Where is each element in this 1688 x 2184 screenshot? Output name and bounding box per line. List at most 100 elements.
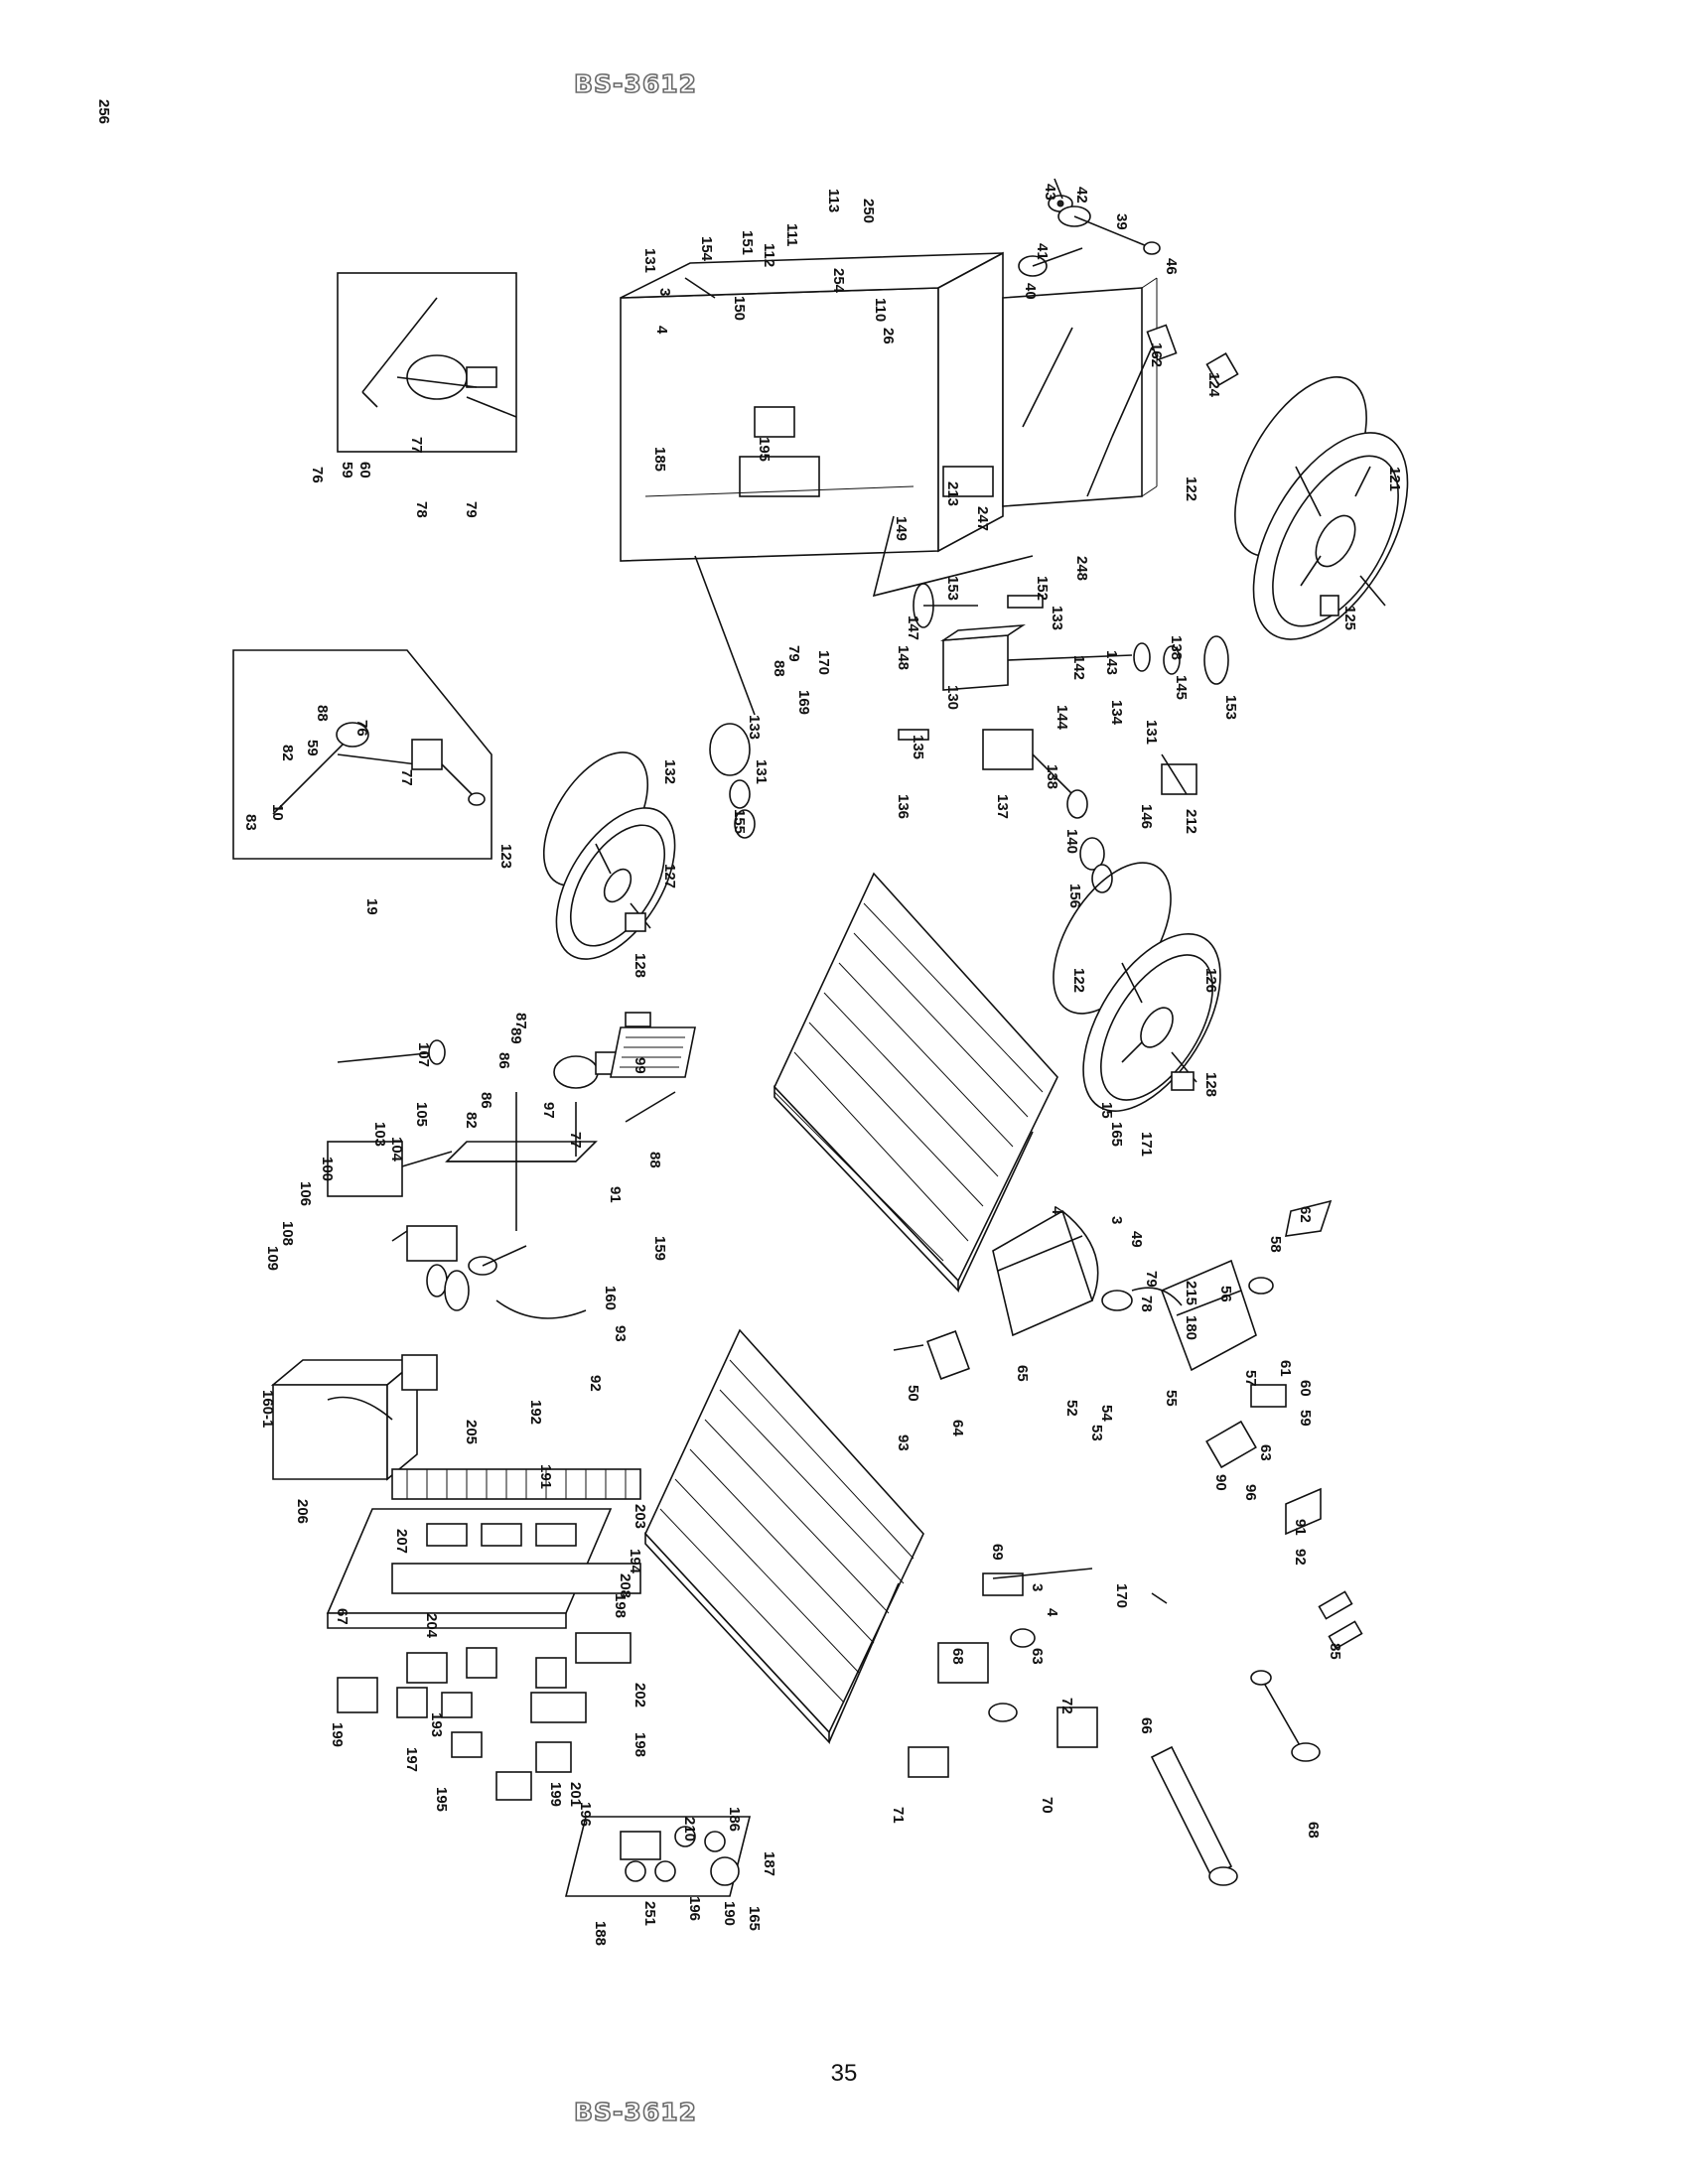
part-label-79: 19 [363, 898, 380, 915]
part-label-40: 144 [1054, 705, 1070, 731]
part-label-78: 77 [398, 769, 415, 786]
stand-brackets [908, 1568, 1321, 1886]
part-label-145: 197 [403, 1747, 420, 1772]
part-label-150: 202 [632, 1683, 648, 1707]
lower-vise-parts [1205, 1420, 1363, 1650]
part-label-99: 160 [602, 1286, 619, 1310]
part-label-151: 198 [632, 1732, 648, 1757]
part-label-137: 67 [334, 1608, 351, 1625]
part-label-42: 131 [1143, 720, 1160, 745]
part-label-161: 69 [989, 1544, 1006, 1561]
part-label-43: 153 [1222, 695, 1239, 720]
part-label-119: 64 [949, 1420, 966, 1436]
part-label-142: 208 [617, 1573, 633, 1598]
part-label-97: 91 [607, 1186, 624, 1203]
part-label-55: 79 [785, 645, 802, 662]
part-label-86: 109 [264, 1246, 281, 1271]
part-label-10: 162 [1148, 342, 1165, 367]
part-label-75: 59 [304, 740, 321, 756]
part-label-17: 131 [641, 248, 658, 273]
idler-wheel-middle [1053, 862, 1221, 1112]
part-label-76: 88 [314, 705, 331, 722]
control-panel [564, 1816, 752, 1897]
part-label-133: 96 [1242, 1484, 1259, 1501]
part-label-27: 247 [974, 506, 991, 531]
part-label-102: 160-1 [259, 1390, 276, 1428]
part-label-172: 85 [1327, 1643, 1343, 1660]
part-label-158: 196 [686, 1896, 703, 1921]
part-label-49: 156 [1066, 884, 1083, 908]
part-label-74: 82 [279, 745, 296, 761]
part-label-18: 3 [656, 288, 673, 296]
drive-wheel-right [1205, 352, 1409, 640]
part-label-1: 42 [1073, 187, 1090, 204]
part-label-39: 145 [1173, 675, 1190, 700]
part-label-85: 106 [297, 1181, 314, 1206]
part-label-90: 86 [495, 1052, 512, 1069]
part-label-4: 41 [1034, 243, 1051, 260]
part-label-2: 39 [1113, 213, 1130, 230]
part-label-166: 72 [1058, 1698, 1075, 1714]
part-label-131: 63 [1257, 1444, 1274, 1461]
part-label-29: 149 [893, 516, 910, 541]
part-label-77: 76 [353, 720, 370, 737]
part-label-28: 248 [1073, 556, 1090, 581]
part-label-7: 121 [1386, 467, 1403, 491]
part-label-93: 77 [567, 1132, 584, 1149]
part-label-81: 105 [413, 1102, 430, 1127]
part-label-104: 192 [527, 1400, 544, 1425]
part-label-108: 165 [1108, 1122, 1125, 1147]
part-label-53: 146 [1138, 804, 1155, 829]
part-label-106: 206 [294, 1499, 311, 1524]
part-label-139: 203 [632, 1504, 648, 1529]
part-label-154: 186 [726, 1807, 743, 1832]
part-label-63: 123 [497, 844, 514, 869]
part-label-141: 194 [627, 1549, 643, 1574]
part-label-84: 104 [388, 1137, 405, 1162]
part-label-20: 150 [731, 296, 748, 321]
part-label-118: 50 [905, 1385, 921, 1402]
part-label-123: 54 [1098, 1405, 1115, 1422]
part-label-0: 43 [1042, 184, 1058, 201]
part-label-21: 254 [830, 268, 847, 294]
part-label-50: 126 [1202, 968, 1219, 993]
part-label-155: 187 [761, 1851, 777, 1876]
part-label-91: 86 [478, 1092, 494, 1109]
part-label-125: 57 [1242, 1370, 1259, 1387]
part-label-132: 90 [1212, 1474, 1229, 1491]
part-label-25: 195 [756, 437, 773, 462]
part-label-72: 83 [242, 814, 259, 831]
part-label-109: 15 [1098, 1102, 1115, 1119]
part-label-127: 60 [1297, 1380, 1314, 1397]
part-label-26: 213 [944, 481, 961, 506]
vise-assembly [893, 1199, 1333, 1408]
part-label-164: 170 [1113, 1583, 1130, 1608]
part-label-101: 92 [587, 1375, 604, 1392]
part-label-58: 169 [795, 690, 812, 715]
part-label-170: 66 [1138, 1717, 1155, 1734]
part-label-121: 52 [1063, 1400, 1080, 1417]
part-label-8: 122 [1183, 477, 1199, 501]
part-label-159: 190 [721, 1901, 738, 1926]
work-table-left [644, 1328, 924, 1745]
electrical-box [326, 1468, 641, 1801]
part-label-124: 55 [1163, 1390, 1180, 1407]
part-label-35: 130 [944, 685, 961, 710]
part-label-16: 154 [698, 236, 715, 262]
detail-box-75 [337, 272, 517, 453]
detail-box-19 [232, 649, 492, 860]
exploded-parts-diagram: 4342394641401241211221251622501131111121… [95, 99, 1409, 1946]
part-label-95: 99 [632, 1057, 648, 1074]
part-label-98: 159 [651, 1236, 668, 1261]
page-number: 35 [830, 2060, 858, 2087]
part-label-31: 148 [895, 645, 912, 670]
part-label-163: 4 [1044, 1608, 1060, 1617]
part-label-120: 65 [1014, 1365, 1031, 1382]
part-label-152: 196 [577, 1802, 594, 1827]
part-label-148: 199 [547, 1782, 564, 1807]
part-label-112: 49 [1128, 1231, 1145, 1248]
part-label-96: 88 [646, 1152, 663, 1168]
part-label-114: 79 [1143, 1271, 1160, 1288]
part-label-82: 100 [319, 1157, 336, 1181]
work-table-right [774, 872, 1058, 1294]
